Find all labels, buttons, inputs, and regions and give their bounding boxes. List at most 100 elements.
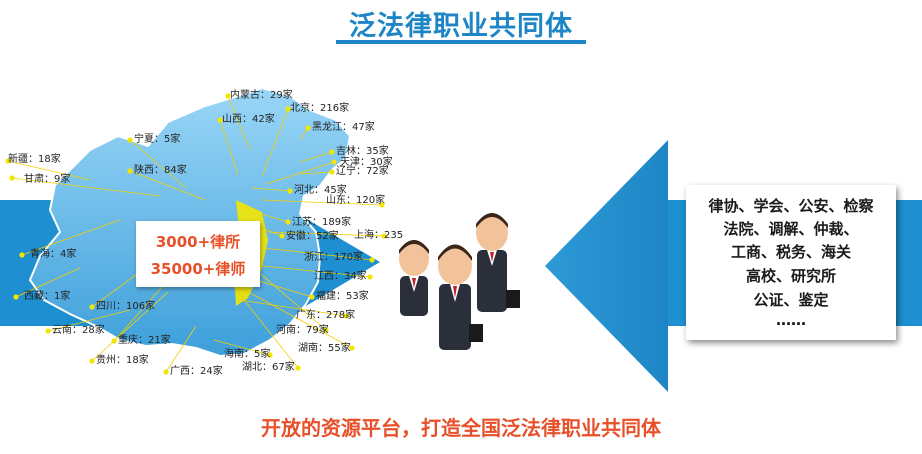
region-dot-shandong bbox=[379, 202, 385, 208]
region-label-shandong: 山东：120家 bbox=[326, 195, 386, 206]
leader-line-xinjiang bbox=[7, 160, 91, 181]
firms-count: 3000+律所 bbox=[155, 233, 241, 251]
region-dot-liaoning bbox=[329, 169, 335, 175]
region-label-guangdong: 广东：278家 bbox=[296, 310, 356, 321]
region-label-xinjiang: 新疆：18家 bbox=[8, 154, 61, 165]
partner-line: 高校、研究所 bbox=[745, 267, 836, 285]
leader-line-xizang bbox=[15, 267, 81, 298]
leader-line-zhejiang bbox=[263, 247, 373, 261]
region-dot-zhejiang bbox=[369, 257, 375, 263]
title-underline bbox=[336, 40, 586, 44]
person-center bbox=[438, 244, 483, 350]
leader-line-liaoning bbox=[299, 171, 333, 175]
region-dot-guangxi bbox=[163, 369, 169, 375]
region-dot-hebei bbox=[287, 188, 293, 194]
leader-line-shanghai bbox=[267, 231, 385, 237]
partner-ellipsis: …… bbox=[776, 311, 806, 329]
leader-line-yunnan bbox=[47, 309, 131, 332]
region-label-chongqing: 重庆：21家 bbox=[118, 335, 171, 346]
page-title: 泛法律职业共同体 bbox=[349, 11, 573, 42]
leader-line-tianjin bbox=[265, 161, 335, 185]
region-label-gansu: 甘肃：9家 bbox=[24, 174, 71, 185]
region-label-guangxi: 广西：24家 bbox=[170, 366, 223, 377]
partners-box: 律协、学会、公安、检察 法院、调解、仲裁、 工商、税务、海关 高校、研究所 公证… bbox=[686, 185, 896, 340]
region-dot-neimenggu bbox=[225, 93, 231, 99]
region-dot-anhui bbox=[279, 233, 285, 239]
region-label-heilongjiang: 黑龙江：47家 bbox=[312, 122, 375, 133]
region-dot-shaanxi bbox=[127, 168, 133, 174]
region-label-fujian: 福建：53家 bbox=[316, 291, 369, 302]
leader-line-jiangsu bbox=[261, 213, 289, 223]
region-dot-hubei bbox=[295, 365, 301, 371]
region-label-hebei: 河北：45家 bbox=[294, 185, 347, 196]
leader-line-qinghai bbox=[21, 219, 121, 256]
leader-line-hunan bbox=[225, 279, 353, 349]
region-dot-ningxia bbox=[127, 137, 133, 143]
region-dot-shanghai bbox=[381, 233, 387, 239]
region-dot-jilin bbox=[329, 149, 335, 155]
region-dot-jiangsu bbox=[285, 219, 291, 225]
region-label-ningxia: 宁夏：5家 bbox=[134, 134, 181, 145]
leader-line-hainan bbox=[213, 339, 271, 356]
right-arrow-head bbox=[545, 140, 668, 392]
leader-line-guangdong bbox=[239, 299, 347, 317]
region-label-anhui: 安徽：52家 bbox=[286, 231, 339, 242]
region-label-jiangsu: 江苏：189家 bbox=[292, 217, 352, 228]
partner-line: 律协、学会、公安、检察 bbox=[708, 197, 874, 215]
region-label-liaoning: 辽宁：72家 bbox=[336, 166, 389, 177]
region-dot-tianjin bbox=[331, 159, 337, 165]
region-label-qinghai: 青海：4家 bbox=[30, 249, 77, 260]
slogan: 开放的资源平台，打造全国泛法律职业共同体 bbox=[261, 416, 661, 440]
leader-line-hebei bbox=[251, 187, 291, 192]
leader-line-jilin bbox=[299, 151, 333, 163]
region-dot-guizhou bbox=[89, 358, 95, 364]
region-label-shanxi: 山西：42家 bbox=[222, 114, 275, 125]
region-label-shaanxi: 陕西：84家 bbox=[134, 165, 187, 176]
leader-line-ningxia bbox=[129, 139, 187, 189]
leader-line-guangxi bbox=[165, 325, 197, 373]
region-label-jilin: 吉林：35家 bbox=[336, 146, 389, 157]
person-left bbox=[399, 240, 429, 316]
person-right bbox=[476, 213, 520, 312]
partner-line: 法院、调解、仲裁、 bbox=[723, 220, 859, 238]
leader-line-fujian bbox=[255, 279, 313, 298]
region-dot-shanxi bbox=[217, 117, 223, 123]
region-dot-qinghai bbox=[19, 252, 25, 258]
region-dot-gansu bbox=[9, 175, 15, 181]
region-dot-jiangxi bbox=[367, 274, 373, 280]
region-dot-henan bbox=[323, 327, 329, 333]
region-label-tianjin: 天津：30家 bbox=[340, 157, 393, 168]
region-label-zhejiang: 浙江：170家 bbox=[304, 252, 364, 263]
region-dot-xizang bbox=[13, 294, 19, 300]
region-label-henan: 河南：79家 bbox=[276, 325, 329, 336]
leader-line-guizhou bbox=[91, 291, 169, 362]
region-dot-sichuan bbox=[89, 304, 95, 310]
region-dot-xinjiang bbox=[5, 158, 11, 164]
region-label-neimenggu: 内蒙古：29家 bbox=[230, 90, 293, 101]
region-dot-fujian bbox=[309, 294, 315, 300]
lawyers-count: 35000+律师 bbox=[150, 260, 246, 278]
region-dot-chongqing bbox=[111, 338, 117, 344]
leader-line-shanxi bbox=[219, 119, 239, 176]
region-label-beijing: 北京：216家 bbox=[290, 103, 350, 114]
region-label-guizhou: 贵州：18家 bbox=[96, 355, 149, 366]
region-label-xizang: 西藏：1家 bbox=[24, 291, 71, 302]
region-label-shanghai: 上海：235 bbox=[354, 230, 404, 241]
leader-line-shaanxi bbox=[129, 170, 206, 201]
leader-line-beijing bbox=[261, 108, 289, 177]
region-dot-beijing bbox=[285, 106, 291, 112]
region-label-hubei: 湖北：67家 bbox=[242, 362, 295, 373]
region-dot-guangdong bbox=[343, 313, 349, 319]
leader-line-gansu bbox=[11, 177, 161, 197]
region-label-hainan: 海南：5家 bbox=[224, 349, 271, 360]
partner-line: 公证、鉴定 bbox=[753, 291, 829, 309]
partner-line: 工商、税务、海关 bbox=[730, 243, 851, 261]
region-label-yunnan: 云南：28家 bbox=[52, 325, 105, 336]
region-label-jiangxi: 江西：34家 bbox=[314, 271, 367, 282]
leader-line-neimenggu bbox=[227, 95, 251, 151]
region-label-hunan: 湖南：55家 bbox=[298, 343, 351, 354]
region-dot-yunnan bbox=[45, 328, 51, 334]
leader-line-jiangxi bbox=[243, 263, 371, 278]
region-dot-heilongjiang bbox=[305, 125, 311, 131]
region-dot-hunan bbox=[349, 345, 355, 351]
